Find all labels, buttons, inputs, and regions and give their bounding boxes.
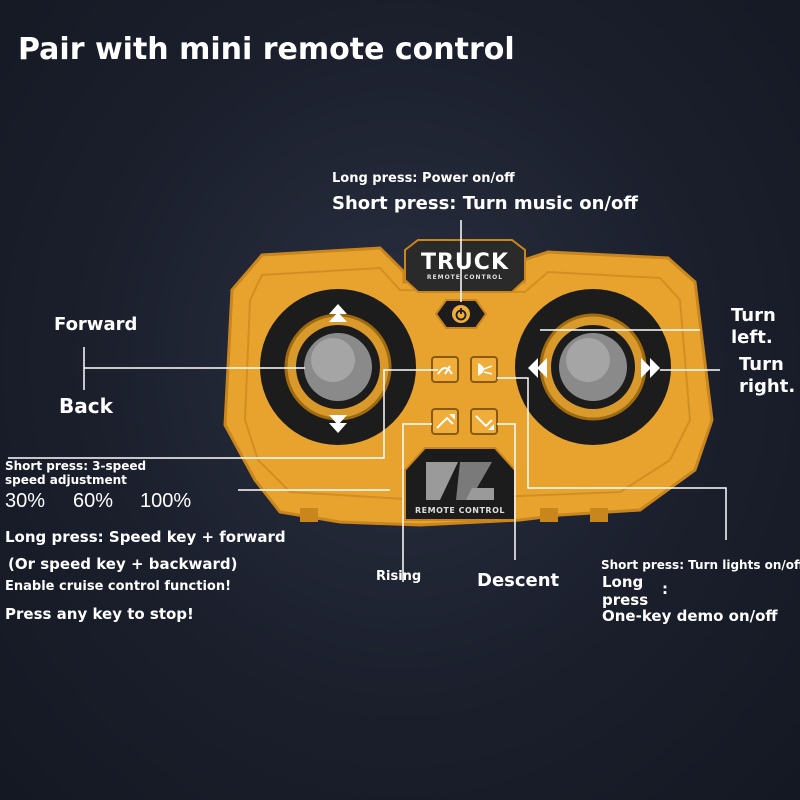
page-title: Pair with mini remote control [18,32,515,67]
logo-badge [404,447,516,521]
power-icon [455,308,467,321]
power-short-press-label: Short press: Turn music on/off [332,193,638,214]
speed-level-30: 30% [5,490,46,512]
down-arrow-icon [329,415,347,433]
lights-button[interactable] [470,356,498,383]
descent-label: Descent [477,570,560,591]
speed-short-press-label: Short press: 3-speed speed adjustment [5,459,147,487]
speed-button[interactable] [431,356,459,383]
rising-label: Rising [376,569,422,584]
speed-backward-label: (Or speed key + backward) [8,555,238,573]
rise-button[interactable] [431,408,459,435]
turn-left-label: Turn left. [731,305,776,348]
right-joystick[interactable] [515,289,671,445]
brand-plate [404,239,526,293]
turn-right-label: Turn right. [739,354,796,397]
lights-long-press-label: Long press [602,573,649,609]
speed-level-100: 100% [140,490,192,512]
stop-label: Press any key to stop! [5,605,194,623]
speed-icon [437,365,453,375]
power-long-press-label: Long press: Power on/off [332,171,515,186]
power-button[interactable] [434,299,488,329]
left-arrow-icon [528,358,547,378]
descend-button[interactable] [470,408,498,435]
cruise-label: Enable cruise control function! [5,579,232,594]
lights-colon: : [662,580,668,598]
brand-subtitle: REMOTE CONTROL [426,274,504,281]
lights-short-press-label: Short press: Turn lights on/off [601,558,800,572]
light-icon [478,363,493,376]
right-arrow-icon [641,358,660,378]
rise-icon [436,414,455,429]
logo-mark-icon [426,462,494,500]
up-arrow-icon [329,304,347,322]
descend-icon [475,415,494,430]
speed-level-60: 60% [73,490,114,512]
left-joystick[interactable] [260,289,416,445]
brand-title: TRUCK [420,250,509,275]
demo-label: One-key demo on/off [602,607,778,625]
speed-long-press-label: Long press: Speed key + forward [5,528,286,546]
logo-badge-text: REMOTE CONTROL [415,506,505,515]
back-label: Back [59,394,113,418]
forward-label: Forward [54,314,138,335]
